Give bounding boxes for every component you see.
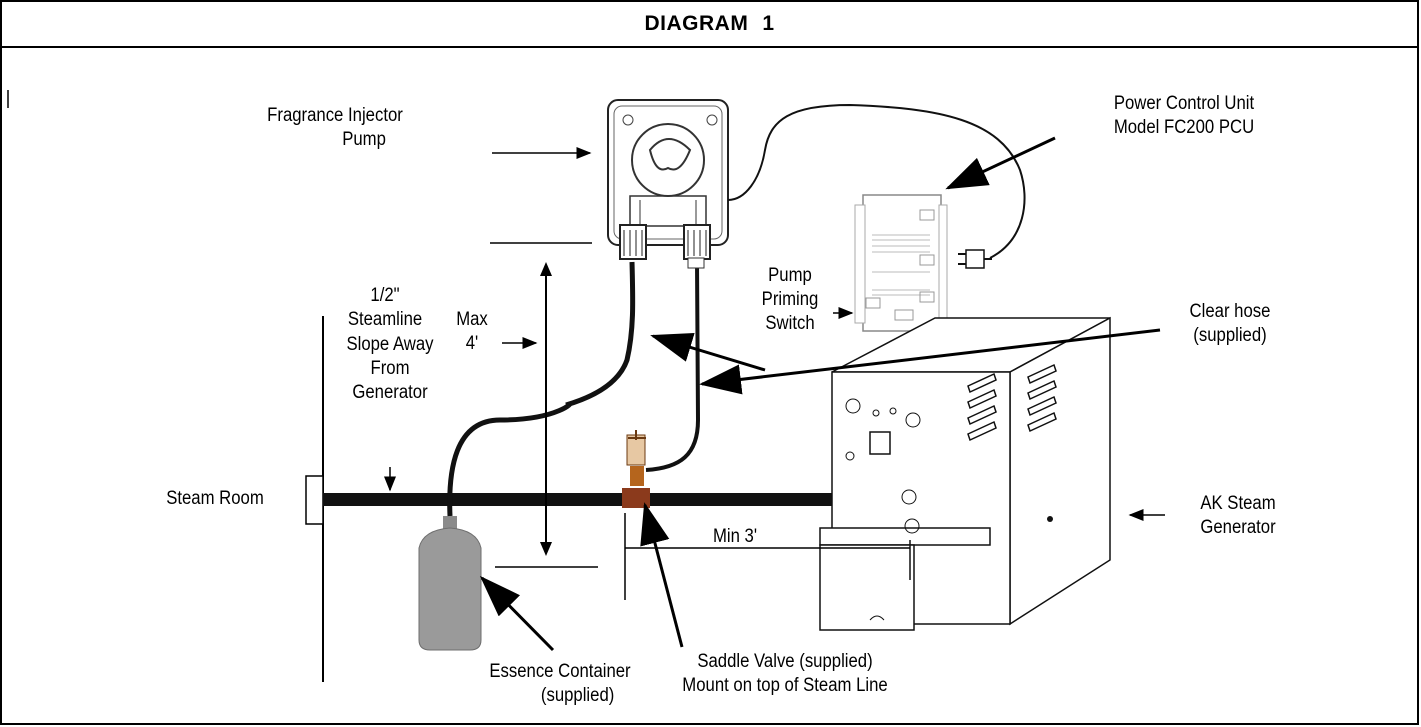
essence-container bbox=[418, 516, 482, 651]
pcu-arrow bbox=[945, 136, 1056, 190]
power-cord bbox=[727, 103, 1026, 259]
injector-pump bbox=[607, 99, 729, 269]
diagram-number: 1 bbox=[762, 12, 775, 35]
pump-suction-hose bbox=[565, 261, 636, 408]
saddle-valve bbox=[622, 430, 650, 508]
steam-room-label: Steam Room bbox=[166, 488, 264, 509]
steamline-label: 1/2"Steamline bbox=[347, 285, 423, 330]
min-label: Min 3' bbox=[712, 526, 758, 547]
clear-hose-label: Clear hose(supplied) bbox=[1189, 301, 1271, 346]
clear-hose-arrow-1 bbox=[650, 332, 766, 372]
steam-generator bbox=[819, 316, 1111, 631]
steam-head bbox=[305, 475, 324, 525]
power-plug bbox=[958, 249, 992, 269]
steam-line bbox=[323, 493, 913, 506]
essence-label: Essence Container(supplied) bbox=[489, 661, 631, 706]
diagram-title: DIAGRAM bbox=[644, 12, 749, 35]
clear-hose-arrow-2 bbox=[699, 328, 1161, 395]
saddle-arrow bbox=[640, 502, 684, 648]
pump-discharge-hose bbox=[645, 261, 701, 472]
saddle-valve-label: Saddle Valve (supplied)Mount on top of S… bbox=[682, 651, 888, 696]
essence-arrow bbox=[479, 575, 555, 652]
power-control-unit bbox=[854, 194, 948, 332]
diagram-header: DIAGRAM 1 bbox=[2, 2, 1417, 48]
